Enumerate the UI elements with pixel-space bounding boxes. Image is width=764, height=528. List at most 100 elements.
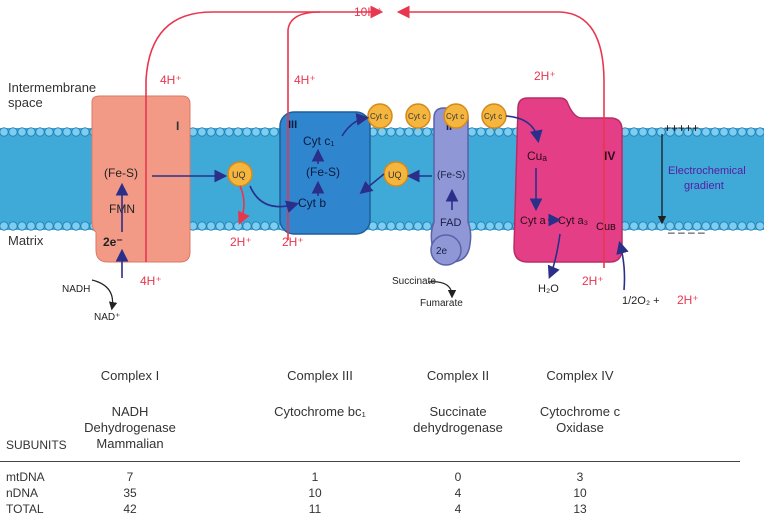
succinate-label: Succinate bbox=[392, 276, 436, 287]
lipid-head bbox=[17, 127, 27, 137]
lipid-head bbox=[26, 127, 36, 137]
electron-cytc-to-cua bbox=[505, 115, 543, 144]
mtdna-complex-i: 7 bbox=[126, 470, 134, 484]
complex-i-header: Complex I bbox=[100, 368, 160, 383]
lipid-head bbox=[476, 221, 486, 231]
complex-i-name-2: Dehydrogenase bbox=[84, 420, 176, 435]
lipid-head bbox=[44, 221, 54, 231]
lipid-head bbox=[260, 221, 270, 231]
lipid-head bbox=[206, 127, 216, 137]
lipid-head bbox=[485, 221, 495, 231]
lipid-head bbox=[665, 221, 675, 231]
ndna-complex-iv: 10 bbox=[573, 486, 587, 500]
complex-iii-cytc1: Cyt c₁ bbox=[303, 134, 334, 148]
lipid-head bbox=[422, 221, 432, 231]
complex-iii: III Cyt c₁ (Fe-S) Cyt b bbox=[279, 111, 371, 235]
lipid-head bbox=[377, 127, 387, 137]
lipid-head bbox=[629, 127, 639, 137]
lipid-head bbox=[71, 127, 81, 137]
complex-i-name-3: Mammalian bbox=[96, 436, 164, 451]
complex-ii-numeral: II bbox=[446, 121, 452, 133]
gradient-minus-signs: – – – – bbox=[668, 225, 705, 239]
lipid-head bbox=[8, 127, 18, 137]
lipid-head bbox=[737, 127, 747, 137]
lipid-head bbox=[422, 127, 432, 137]
space-label: space bbox=[8, 95, 43, 110]
complex-iv-name-2: Oxidase bbox=[556, 420, 604, 435]
complex-iii-fes: (Fe-S) bbox=[306, 165, 340, 179]
proton-path-uq bbox=[238, 185, 250, 225]
total-complex-i: 42 bbox=[123, 502, 137, 516]
complex-i-numeral: I bbox=[176, 119, 179, 133]
lipid-head bbox=[701, 127, 711, 137]
lipid-head bbox=[647, 221, 657, 231]
lipid-head bbox=[377, 221, 387, 231]
top-protons-label: 10H⁺ bbox=[354, 5, 382, 19]
lipid-head bbox=[0, 221, 9, 231]
ndna-complex-iii: 10 bbox=[308, 486, 322, 500]
lipid-head bbox=[755, 221, 764, 231]
proton-paths bbox=[145, 5, 605, 268]
water-label: H₂O bbox=[538, 283, 559, 295]
mtdna-complex-iii: 1 bbox=[311, 470, 319, 484]
complex-iv-name-1: Cytochrome c bbox=[539, 404, 621, 419]
nadh-to-nad-curve bbox=[91, 279, 118, 311]
lipid-head bbox=[269, 127, 279, 137]
cytochrome-c-chain: Cyt c Cyt c Cyt c Cyt c bbox=[367, 103, 507, 129]
ndna-complex-ii: 4 bbox=[454, 486, 462, 500]
complex-iv-numeral: IV bbox=[604, 149, 615, 163]
lipid-head bbox=[692, 127, 702, 137]
lipid-head bbox=[494, 127, 504, 137]
lipid-head bbox=[683, 127, 693, 137]
proton-path-complex-i bbox=[145, 5, 384, 262]
ndna-complex-i: 35 bbox=[123, 486, 137, 500]
lipid-head bbox=[35, 221, 45, 231]
lipid-head bbox=[251, 221, 261, 231]
complex-iv: IV Cuₐ Cyt a Cyt a₃ Cuʙ bbox=[513, 97, 623, 263]
lipid-head bbox=[710, 221, 720, 231]
complex-iv-cyta: Cyt a bbox=[520, 215, 547, 227]
subunits-label: SUBUNITS bbox=[6, 438, 67, 452]
complex-i-protons-bottom: 4H⁺ bbox=[140, 274, 162, 288]
total-complex-ii: 4 bbox=[454, 502, 462, 516]
proton-path-complex-iii bbox=[287, 11, 321, 240]
oxygen-protons-label: 2H⁺ bbox=[677, 293, 699, 307]
cytc-label-2: Cyt c bbox=[408, 112, 426, 121]
lipid-head bbox=[656, 221, 666, 231]
complex-ii-name-1: Succinate bbox=[429, 404, 487, 419]
gradient-plus-signs: +++++ bbox=[664, 121, 699, 135]
lipid-head bbox=[26, 221, 36, 231]
lipid-head bbox=[404, 127, 414, 137]
complex-ii-electrons: 2e bbox=[436, 246, 448, 257]
uq-label-1: UQ bbox=[232, 170, 246, 180]
lipid-head bbox=[386, 127, 396, 137]
lipid-head bbox=[197, 127, 207, 137]
lipid-head bbox=[395, 221, 405, 231]
lipid-head bbox=[674, 221, 684, 231]
complex-ii-fad: FAD bbox=[440, 217, 461, 229]
fumarate-label: Fumarate bbox=[420, 298, 463, 309]
complex-iv-cua: Cuₐ bbox=[527, 149, 547, 163]
electron-uq-to-cytb bbox=[249, 185, 300, 213]
lipid-head bbox=[53, 221, 63, 231]
lipid-head bbox=[80, 127, 90, 137]
lipid-head bbox=[737, 221, 747, 231]
cytc-label-3: Cyt c bbox=[446, 112, 464, 121]
cytc-label-1: Cyt c bbox=[370, 112, 388, 121]
lipid-head bbox=[206, 221, 216, 231]
lipid-head bbox=[413, 127, 423, 137]
row-label-mtdna: mtDNA bbox=[6, 470, 45, 484]
lipid-head bbox=[503, 127, 513, 137]
lipid-head bbox=[62, 127, 72, 137]
complex-iii-numeral: III bbox=[288, 119, 297, 131]
lipid-head bbox=[683, 221, 693, 231]
mtdna-complex-ii: 0 bbox=[454, 470, 462, 484]
lipid-head bbox=[728, 127, 738, 137]
complex-ii: II (Fe-S) FAD 2e bbox=[430, 107, 472, 266]
lipid-head bbox=[719, 221, 729, 231]
oxygen-label: 1/2O₂ + bbox=[622, 295, 660, 307]
lipid-head bbox=[386, 221, 396, 231]
lipid-head bbox=[638, 221, 648, 231]
complex-iv-cub: Cuʙ bbox=[596, 221, 616, 233]
lipid-head bbox=[710, 127, 720, 137]
